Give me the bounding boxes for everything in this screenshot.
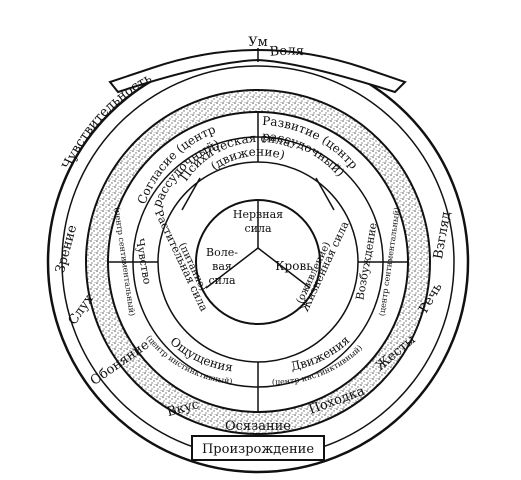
label-volitional-1: Воле- — [206, 246, 238, 259]
label-will: Воля — [269, 44, 304, 60]
label-volitional-2: вая — [212, 260, 232, 273]
outer-circle-group — [46, 50, 470, 474]
label-volitional-3: сила — [208, 274, 235, 287]
label-blood: Кровь — [275, 259, 313, 273]
label-touch: Осязание — [225, 419, 291, 434]
label-nervous-2: сила — [244, 222, 271, 235]
ring-divider-1 — [181, 177, 201, 211]
expr-gaze: Взгляд — [431, 210, 454, 260]
sense-sight: Зрение — [53, 223, 80, 275]
label-mind: Ум — [248, 35, 268, 50]
label-nervous-1: Нервная — [233, 208, 283, 221]
dividers — [108, 112, 408, 412]
production-box — [191, 435, 325, 461]
top-cap-shape — [108, 49, 407, 94]
label-production: Произрождение — [202, 442, 314, 457]
core-divider-left — [205, 247, 259, 289]
bottom-cap: Осязание Произрождение — [191, 419, 325, 461]
ring-divider-2 — [315, 177, 335, 211]
core-divider-right — [257, 247, 311, 289]
core-labels: Нервная сила Воле- вая сила Кровь — [206, 208, 313, 287]
